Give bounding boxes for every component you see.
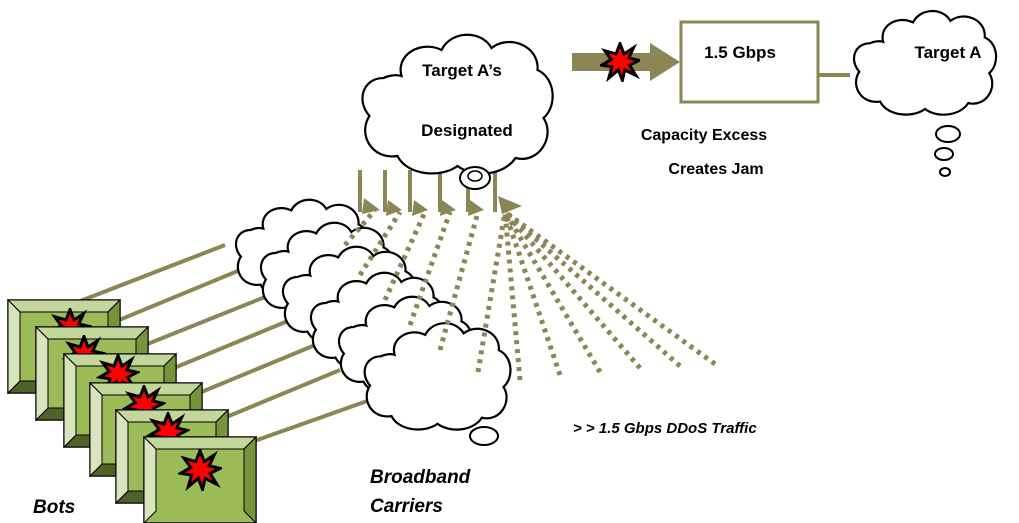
- ddos-traffic-arrows: [343, 208, 717, 381]
- arrowhead: [498, 196, 522, 214]
- capacity-box-group: 1.5 Gbps: [679, 20, 820, 104]
- link-line: [69, 243, 226, 307]
- designated-cloud: [361, 33, 555, 175]
- capacity-box: [679, 20, 820, 104]
- traffic-arrow: [502, 210, 603, 374]
- target-a-thought-bubble: [934, 147, 954, 161]
- traffic-arrow: [382, 210, 428, 302]
- jam-burst-icon: [600, 42, 640, 82]
- carrier-thought-bubble: [469, 426, 499, 446]
- target-a-label: Target A: [914, 43, 981, 62]
- capacity-caption-line2: Creates Jam: [668, 161, 763, 178]
- target-a-cloud: [853, 10, 998, 116]
- target-a-group: Target A: [853, 10, 998, 177]
- designated-cloud-line1: Target A’s: [422, 61, 502, 80]
- arrowhead: [386, 200, 402, 216]
- traffic-arrow: [475, 211, 508, 373]
- arrowhead: [412, 200, 428, 216]
- traffic-arrow: [503, 210, 682, 368]
- carriers-label-line2: Carriers: [370, 496, 443, 517]
- traffic-arrow: [503, 210, 642, 370]
- arrowhead: [362, 198, 380, 214]
- bot-computer: [142, 435, 258, 523]
- target-a-thought-bubble: [939, 167, 951, 177]
- traffic-arrow: [343, 208, 377, 247]
- designated-cloud-group: Target A’s Designated: [361, 33, 555, 190]
- ddos-traffic-label: > > 1.5 Gbps DDoS Traffic: [573, 420, 757, 437]
- designated-cloud-line2: Designated: [421, 121, 513, 140]
- traffic-arrow: [503, 209, 717, 367]
- bots-label: Bots: [33, 497, 75, 518]
- target-a-thought-bubble: [935, 125, 961, 143]
- designated-thought-bubble-inner: [467, 170, 483, 182]
- traffic-arrow: [437, 211, 481, 351]
- arrowhead: [468, 200, 484, 216]
- broadband-carrier-clouds: [235, 198, 512, 446]
- traffic-arrow: [407, 211, 453, 326]
- traffic-arrow: [502, 211, 563, 376]
- capacity-caption-line1: Capacity Excess: [641, 127, 767, 144]
- jam-arrow-group: [572, 42, 680, 82]
- carriers-label-line1: Broadband: [370, 467, 471, 488]
- designated-inbound-arrowheads: [362, 196, 522, 216]
- bots-stack: [6, 298, 258, 523]
- traffic-arrow: [502, 211, 523, 381]
- traffic-arrow: [357, 210, 403, 277]
- designated-thought-bubble: [459, 166, 491, 190]
- capacity-box-label: 1.5 Gbps: [704, 43, 776, 62]
- arrowhead: [440, 200, 456, 216]
